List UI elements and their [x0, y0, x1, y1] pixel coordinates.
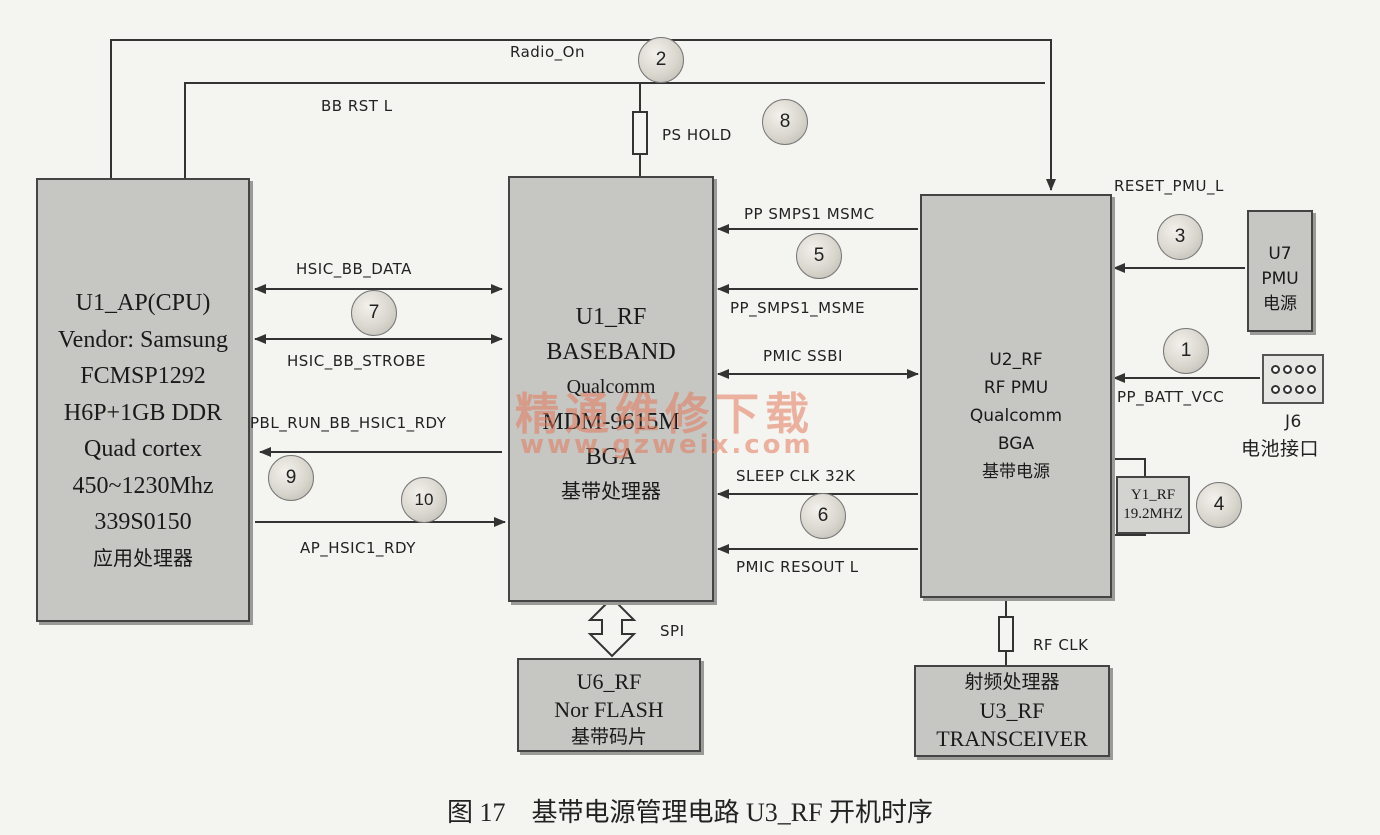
step-4-badge: 4 [1196, 482, 1242, 528]
u1-rf-line: Qualcomm [566, 376, 656, 398]
u1-ap-line: Vendor: Samsung [58, 326, 228, 353]
u7-block: U7 PMU 电源 [1247, 210, 1313, 332]
sleep-clk-label: SLEEP CLK 32K [736, 467, 856, 485]
rf-clk-resistor [998, 616, 1014, 652]
step-1-badge: 1 [1163, 328, 1209, 374]
rf-clk-label: RF CLK [1033, 636, 1089, 654]
y1-rf-line: 19.2MHZ [1123, 506, 1183, 522]
u2-rf-line: BGA [997, 434, 1035, 454]
u2-rf-line: 基带电源 [982, 462, 1050, 482]
step-7-badge: 7 [351, 290, 397, 336]
bb-rst-l-label: BB RST L [321, 97, 393, 115]
u3-rf-line: U3_RF [979, 698, 1045, 723]
step-3-badge: 3 [1157, 214, 1203, 260]
step-2-badge: 2 [638, 37, 684, 83]
spi-arrow [587, 596, 637, 658]
u1-ap-line: U1_AP(CPU) [75, 290, 211, 316]
pp-smps1-msmc-label: PP SMPS1 MSMC [744, 205, 875, 223]
step-6-badge: 6 [800, 493, 846, 539]
u6-rf-line: Nor FLASH [554, 697, 664, 722]
u6-rf-line: U6_RF [576, 669, 642, 694]
ps-hold-resistor [632, 111, 648, 155]
step-8-badge: 8 [762, 99, 808, 145]
step-10-badge: 10 [401, 477, 447, 523]
hsic-bb-data-label: HSIC_BB_DATA [296, 260, 412, 278]
radio-on-line [110, 39, 1056, 191]
pp-smps1-msme-label: PP_SMPS1_MSME [730, 299, 866, 317]
spi-label: SPI [660, 622, 685, 640]
y1-rf-line: Y1_RF [1130, 487, 1176, 503]
pp-batt-vcc-label: PP_BATT_VCC [1117, 388, 1225, 406]
reset-pmu-l-label: RESET_PMU_L [1114, 177, 1224, 195]
u1-ap-line: FCMSP1292 [80, 363, 206, 389]
y1-rf-crystal: Y1_RF 19.2MHZ [1116, 476, 1190, 534]
u3-rf-line: TRANSCEIVER [936, 726, 1088, 751]
watermark-url: www.gzweix.com [520, 430, 814, 460]
u1-rf-line: U1_RF [575, 304, 647, 330]
u6-rf-line: 基带码片 [570, 727, 647, 748]
u7-line: U7 [1268, 244, 1292, 264]
u2-rf-line: U2_RF [989, 350, 1043, 370]
radio-on-label: Radio_On [510, 43, 585, 61]
j6-desc: 电池接口 [1241, 438, 1320, 460]
hsic-bb-strobe-label: HSIC_BB_STROBE [287, 352, 426, 370]
j6-label: J6 [1285, 412, 1302, 432]
u2-rf-line: Qualcomm [969, 406, 1063, 426]
step-5-badge: 5 [796, 233, 842, 279]
u2-rf-block: U2_RF RF PMU Qualcomm BGA 基带电源 [920, 194, 1112, 598]
u1-rf-line: BASEBAND [546, 339, 676, 365]
u3-rf-line: 射频处理器 [964, 672, 1060, 693]
u3-rf-block: 射频处理器 U3_RF TRANSCEIVER [914, 665, 1110, 757]
pmic-resout-l-label: PMIC RESOUT L [736, 558, 859, 576]
u1-ap-block: U1_AP(CPU) Vendor: Samsung FCMSP1292 H6P… [36, 178, 250, 622]
u1-ap-line: 450~1230Mhz [72, 472, 214, 499]
u1-rf-line: 基带处理器 [561, 481, 661, 503]
pmic-ssbi-label: PMIC SSBI [763, 347, 843, 365]
u6-rf-block: U6_RF Nor FLASH 基带码片 [517, 658, 701, 752]
bb-rst-l-line [184, 82, 1045, 178]
ap-hsic1-rdy-label: AP_HSIC1_RDY [300, 539, 416, 557]
ps-hold-label: PS HOLD [662, 126, 732, 144]
u1-ap-line: 339S0150 [94, 509, 192, 535]
u1-ap-line: 应用处理器 [93, 547, 193, 570]
u1-ap-line: H6P+1GB DDR [63, 399, 223, 426]
watermark-title: 精通维修下载 [515, 389, 815, 440]
pbl-run-label: PBL_RUN_BB_HSIC1_RDY [250, 414, 447, 432]
j6-battery-connector [1262, 354, 1324, 404]
u1-ap-line: Quad cortex [84, 436, 202, 462]
u1-rf-block: U1_RF BASEBAND Qualcomm MDM-9615M BGA 基带… [508, 176, 714, 602]
u1-rf-line: MDM-9615M [542, 409, 680, 435]
u7-line: PMU [1261, 269, 1299, 289]
u7-line: 电源 [1263, 294, 1297, 314]
u2-rf-line: RF PMU [983, 378, 1049, 398]
figure-caption: 图 17 基带电源管理电路 U3_RF 开机时序 [446, 798, 934, 827]
step-9-badge: 9 [268, 455, 314, 501]
u1-rf-line: BGA [585, 444, 637, 470]
